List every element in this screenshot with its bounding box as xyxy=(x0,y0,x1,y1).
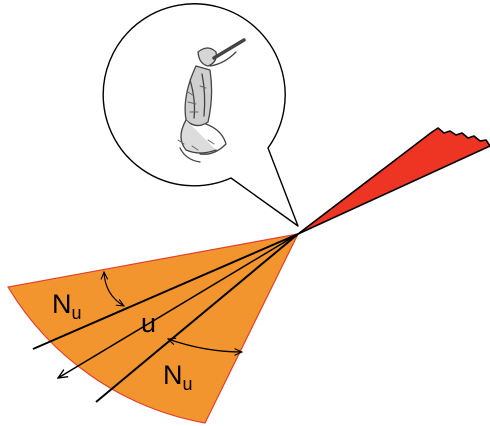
lower-cone-sector xyxy=(7,233,300,424)
lower-sector-label: Nu xyxy=(163,360,193,394)
cone-center-arrow xyxy=(58,233,299,378)
kneeling-observer-sketch-icon xyxy=(177,38,246,163)
cone-divider-line-2 xyxy=(95,233,299,403)
angle-arc-upper xyxy=(104,272,124,306)
middle-sector-label: u xyxy=(141,308,156,338)
angle-arc-lower xyxy=(168,339,242,352)
upper-cone-sector xyxy=(297,127,490,235)
upper-sector-label: Nu xyxy=(52,289,82,323)
cone-divider-line-1 xyxy=(32,233,299,350)
